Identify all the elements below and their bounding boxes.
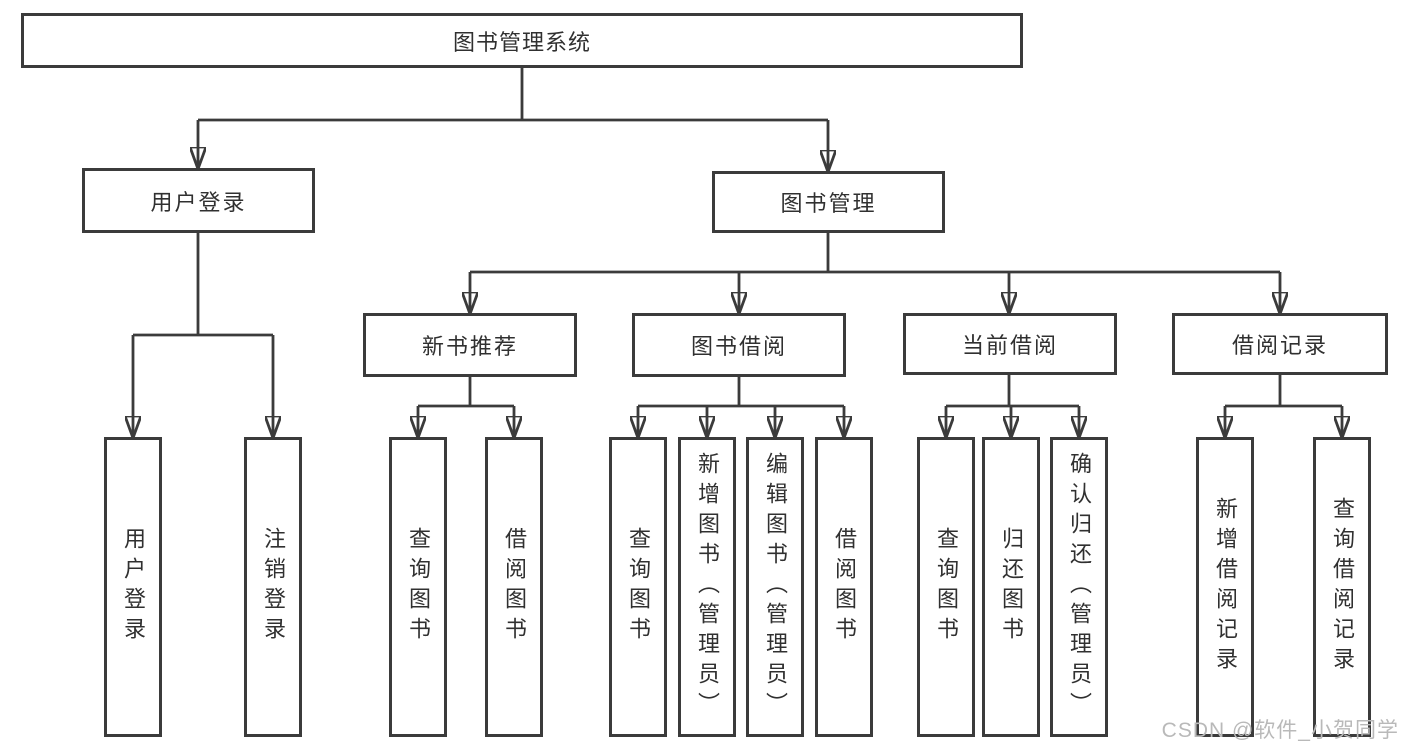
leaf-logout: 注销登录 bbox=[244, 437, 302, 737]
leaf-user-login: 用户登录 bbox=[104, 437, 162, 737]
node-book-borrowing: 图书借阅 bbox=[632, 313, 846, 377]
leaf-query-books-1: 查询图书 bbox=[389, 437, 447, 737]
node-borrowing-records: 借阅记录 bbox=[1172, 313, 1388, 375]
leaf-add-borrow-record: 新增借阅记录 bbox=[1196, 437, 1254, 737]
leaf-edit-book-admin: 编辑图书（管理员） bbox=[746, 437, 804, 737]
watermark: CSDN @软件_小贺同学 bbox=[1161, 719, 1399, 742]
leaf-query-borrow-record: 查询借阅记录 bbox=[1313, 437, 1371, 737]
leaf-add-book-admin: 新增图书（管理员） bbox=[678, 437, 736, 737]
leaf-return-books: 归还图书 bbox=[982, 437, 1040, 737]
leaf-borrow-books-1: 借阅图书 bbox=[485, 437, 543, 737]
node-new-book-recommendation: 新书推荐 bbox=[363, 313, 577, 377]
node-library-management-system: 图书管理系统 bbox=[21, 13, 1023, 68]
leaf-confirm-return-admin: 确认归还（管理员） bbox=[1050, 437, 1108, 737]
leaf-query-books-3: 查询图书 bbox=[917, 437, 975, 737]
leaf-query-books-2: 查询图书 bbox=[609, 437, 667, 737]
node-book-management: 图书管理 bbox=[712, 171, 945, 233]
leaf-borrow-books-2: 借阅图书 bbox=[815, 437, 873, 737]
node-user-login: 用户登录 bbox=[82, 168, 315, 233]
node-current-borrowing: 当前借阅 bbox=[903, 313, 1117, 375]
